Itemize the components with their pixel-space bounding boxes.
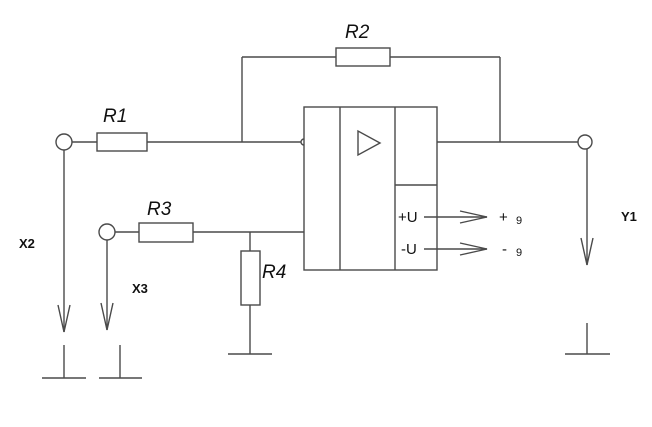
resistor-r4 [240,250,261,306]
resistor-r2 [335,47,391,67]
y1-arrow-head [580,237,594,266]
r3-label: R3 [147,199,172,220]
opamp-triangle-icon [357,129,382,157]
x2-label: X2 [19,236,35,251]
minus-supply-value: 9 [516,247,522,259]
plus-u-label: +U [398,209,418,226]
plus-supply-arrow-head [459,210,488,224]
minus-u-label: -U [401,241,417,258]
minus-supply-arrow-head [459,242,488,256]
x2-terminal [55,133,73,151]
x3-terminal [98,223,116,241]
resistor-r1 [96,132,148,152]
plus-supply-sign: + [499,209,508,226]
y1-label: Y1 [621,209,637,224]
r1-label: R1 [103,106,127,127]
minus-supply-sign: - [502,241,507,258]
resistor-r3 [138,222,194,243]
x3-label: X3 [132,281,148,296]
y1-terminal [577,134,593,150]
x2-arrow-head [57,304,71,333]
x3-arrow-head [100,302,114,331]
r4-label: R4 [262,262,286,283]
opamp-body [303,106,438,271]
r2-label: R2 [345,22,370,43]
plus-supply-value: 9 [516,215,522,227]
